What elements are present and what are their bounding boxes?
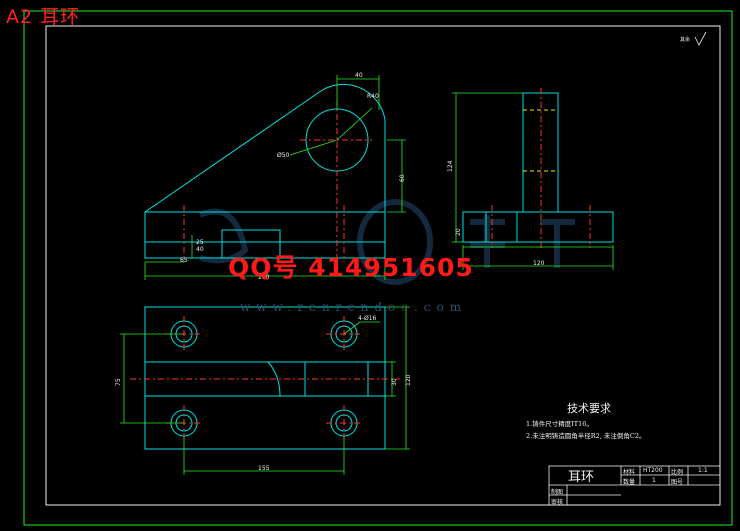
top-view-centerlines: [130, 316, 400, 441]
surface-finish-symbol: [694, 31, 707, 46]
dim-25: 25: [196, 239, 204, 246]
drawn-label: 制图: [551, 489, 564, 496]
dim-155: 155: [258, 465, 270, 472]
scale-value: 1:1: [698, 467, 708, 474]
side-view-hidden: [523, 109, 558, 172]
top-view-dims: [120, 306, 410, 475]
qty-label: 数量: [623, 479, 636, 486]
side-view-centerlines: [491, 88, 591, 250]
dim-120: 120: [533, 260, 545, 267]
title-block-grid: [548, 465, 721, 506]
front-view-dims: [144, 75, 406, 280]
dim-65: 65: [180, 257, 188, 264]
watermark-url: www.renrendoc.com: [240, 300, 468, 314]
dim-hole: Ø50: [277, 152, 290, 159]
dim-75: 75: [115, 378, 122, 386]
tech-requirements-title: 技术要求: [567, 402, 611, 415]
side-view-dim-text: 124 20 120: [447, 160, 545, 267]
sheet-title: A2 耳环: [6, 6, 81, 28]
checked-label: 审核: [551, 499, 564, 506]
material-value: HT200: [643, 467, 663, 474]
part-name: 耳环: [568, 470, 595, 485]
dim-40: 40: [355, 72, 363, 79]
scale-label: 比例: [671, 469, 684, 476]
dim-20: 20: [455, 228, 462, 236]
qty-value: 1: [652, 477, 656, 484]
inner-frame: [45, 25, 721, 506]
side-view-dims: [452, 92, 614, 270]
dim-200: 200: [258, 274, 270, 281]
top-view-dim-text: 4-Ø16 75 30 120 155: [115, 315, 412, 472]
top-view: [144, 306, 386, 450]
dim-30: 30: [391, 378, 398, 386]
watermark-qq: QQ号 414951605: [228, 253, 474, 282]
dim-60: 60: [399, 174, 406, 182]
dim-r40: R40: [367, 93, 379, 100]
drawing-no-label: 图号: [671, 479, 684, 486]
front-view-dim-text: 40 R40 Ø50 60 65 200 25 40: [180, 72, 406, 281]
dim-4-holes: 4-Ø16: [358, 315, 377, 322]
outer-frame: [23, 10, 733, 526]
dim-124: 124: [447, 160, 454, 172]
front-view-centerlines: [183, 100, 372, 268]
tech-note-1: 1.铸件尺寸精度IT16。: [526, 420, 593, 428]
surface-note: 其余: [680, 37, 691, 43]
tech-note-2: 2.未注明铸造圆角半径R2, 未注倒角C2。: [526, 432, 646, 440]
dim-40b: 40: [196, 246, 204, 253]
side-view: [462, 92, 614, 243]
front-view: [144, 83, 386, 259]
material-label: 材料: [623, 469, 636, 476]
dim-120b: 120: [405, 374, 412, 386]
